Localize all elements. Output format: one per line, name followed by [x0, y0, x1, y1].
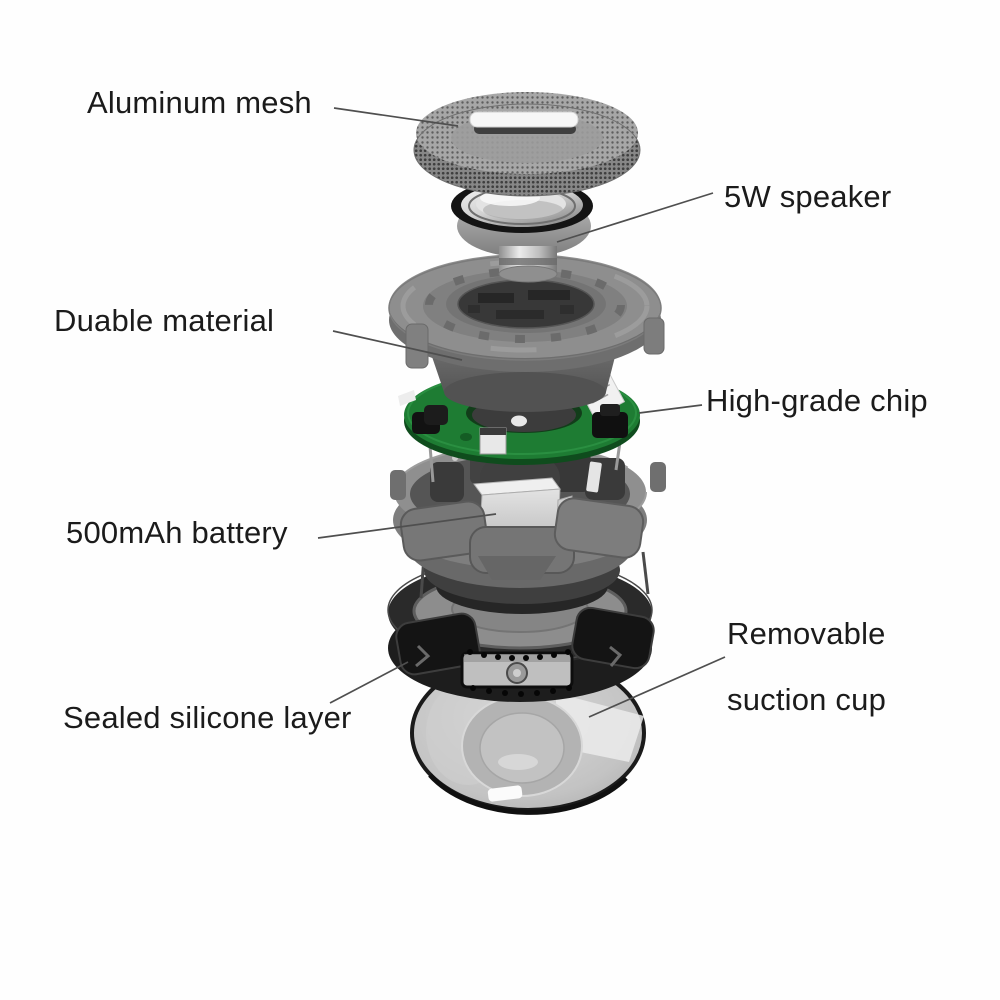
- label-5w-speaker: 5W speaker: [724, 179, 892, 214]
- battery-part: [390, 441, 666, 614]
- label-high-grade-chip: High-grade chip: [706, 383, 928, 418]
- label-sealed-silicone-layer: Sealed silicone layer: [63, 700, 352, 735]
- label-removable-suction-cup-line2: suction cup: [727, 682, 887, 717]
- label-removable-suction-cup-line1: Removable: [727, 616, 886, 651]
- housing-part: [388, 254, 665, 412]
- leader-lines: [317, 107, 726, 718]
- aluminum-mesh-part: [413, 92, 641, 197]
- label-aluminum-mesh: Aluminum mesh: [87, 85, 312, 120]
- label-duable-material: Duable material: [54, 303, 275, 338]
- label-500mah-battery: 500mAh battery: [66, 515, 288, 550]
